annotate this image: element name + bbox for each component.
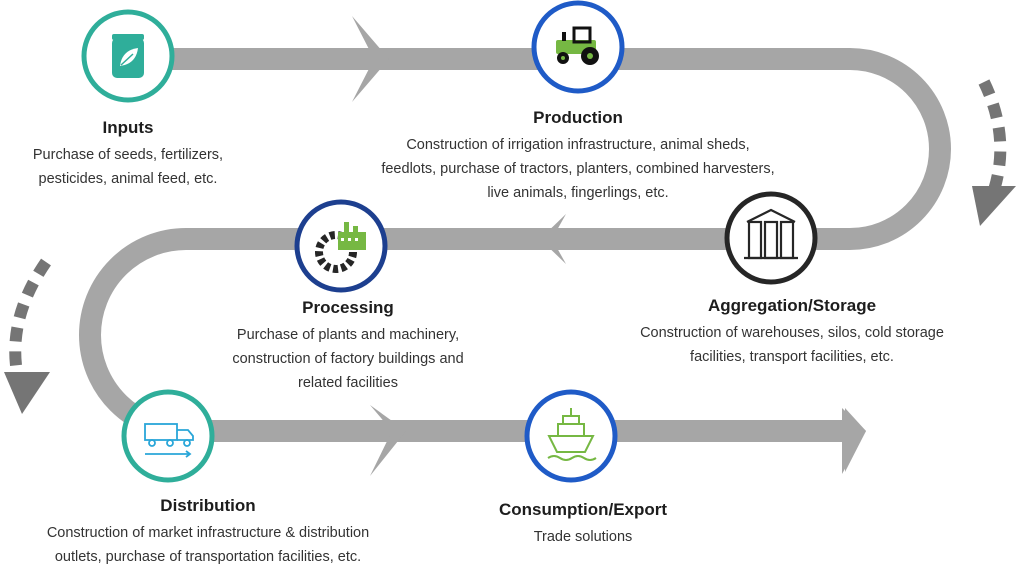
- dashed-arrow-left: [9, 258, 51, 380]
- stage-processing: Processing Purchase of plants and machin…: [206, 298, 490, 395]
- dashed-arrow-right-head: [972, 186, 1016, 226]
- stage-production: Production Construction of irrigation in…: [366, 108, 790, 205]
- arrow-left-middle: [540, 214, 566, 264]
- arrow-end-head: [842, 408, 866, 474]
- arrow-right-bottom-1: [370, 405, 406, 476]
- silo-icon: [744, 208, 798, 260]
- stage-title: Distribution: [160, 496, 256, 515]
- stage-description: Trade solutions: [533, 529, 633, 545]
- stage-title: Inputs: [102, 118, 154, 137]
- stage-description: Purchase of seeds, fertilizers, pesticid…: [32, 147, 224, 187]
- aggregation-node: [724, 191, 818, 285]
- stage-inputs: Inputs Purchase of seeds, fertilizers, p…: [10, 118, 246, 191]
- seed-bag-icon: [112, 34, 144, 78]
- ship-icon: [547, 408, 597, 461]
- stage-description: Construction of irrigation infrastructur…: [381, 137, 775, 201]
- consumption-node: [524, 389, 618, 483]
- truck-icon: [144, 423, 194, 458]
- flow-path: [79, 48, 951, 442]
- stage-title: Aggregation/Storage: [707, 296, 877, 315]
- stage-aggregation: Aggregation/Storage Construction of ware…: [616, 296, 968, 369]
- processing-node: [294, 199, 388, 293]
- stage-description: Construction of market infrastructure & …: [46, 525, 370, 565]
- stage-title: Production: [533, 108, 623, 127]
- factory-gear-icon: [315, 222, 366, 273]
- stage-description: Construction of warehouses, silos, cold …: [640, 325, 944, 365]
- stage-distribution: Distribution Construction of market infr…: [10, 496, 406, 569]
- tractor-icon: [556, 26, 599, 65]
- stage-title: Consumption/Export: [498, 500, 668, 519]
- stage-title: Processing: [302, 298, 394, 317]
- distribution-node: [121, 389, 215, 483]
- dashed-arrow-right: [978, 79, 1007, 199]
- arrow-right-top: [352, 16, 389, 102]
- dashed-arrow-left-head: [4, 372, 50, 414]
- inputs-node: [81, 9, 175, 103]
- stage-description: Purchase of plants and machinery, constr…: [232, 327, 464, 391]
- stage-consumption: Consumption/Export Trade solutions: [470, 500, 696, 549]
- production-node: [531, 0, 625, 94]
